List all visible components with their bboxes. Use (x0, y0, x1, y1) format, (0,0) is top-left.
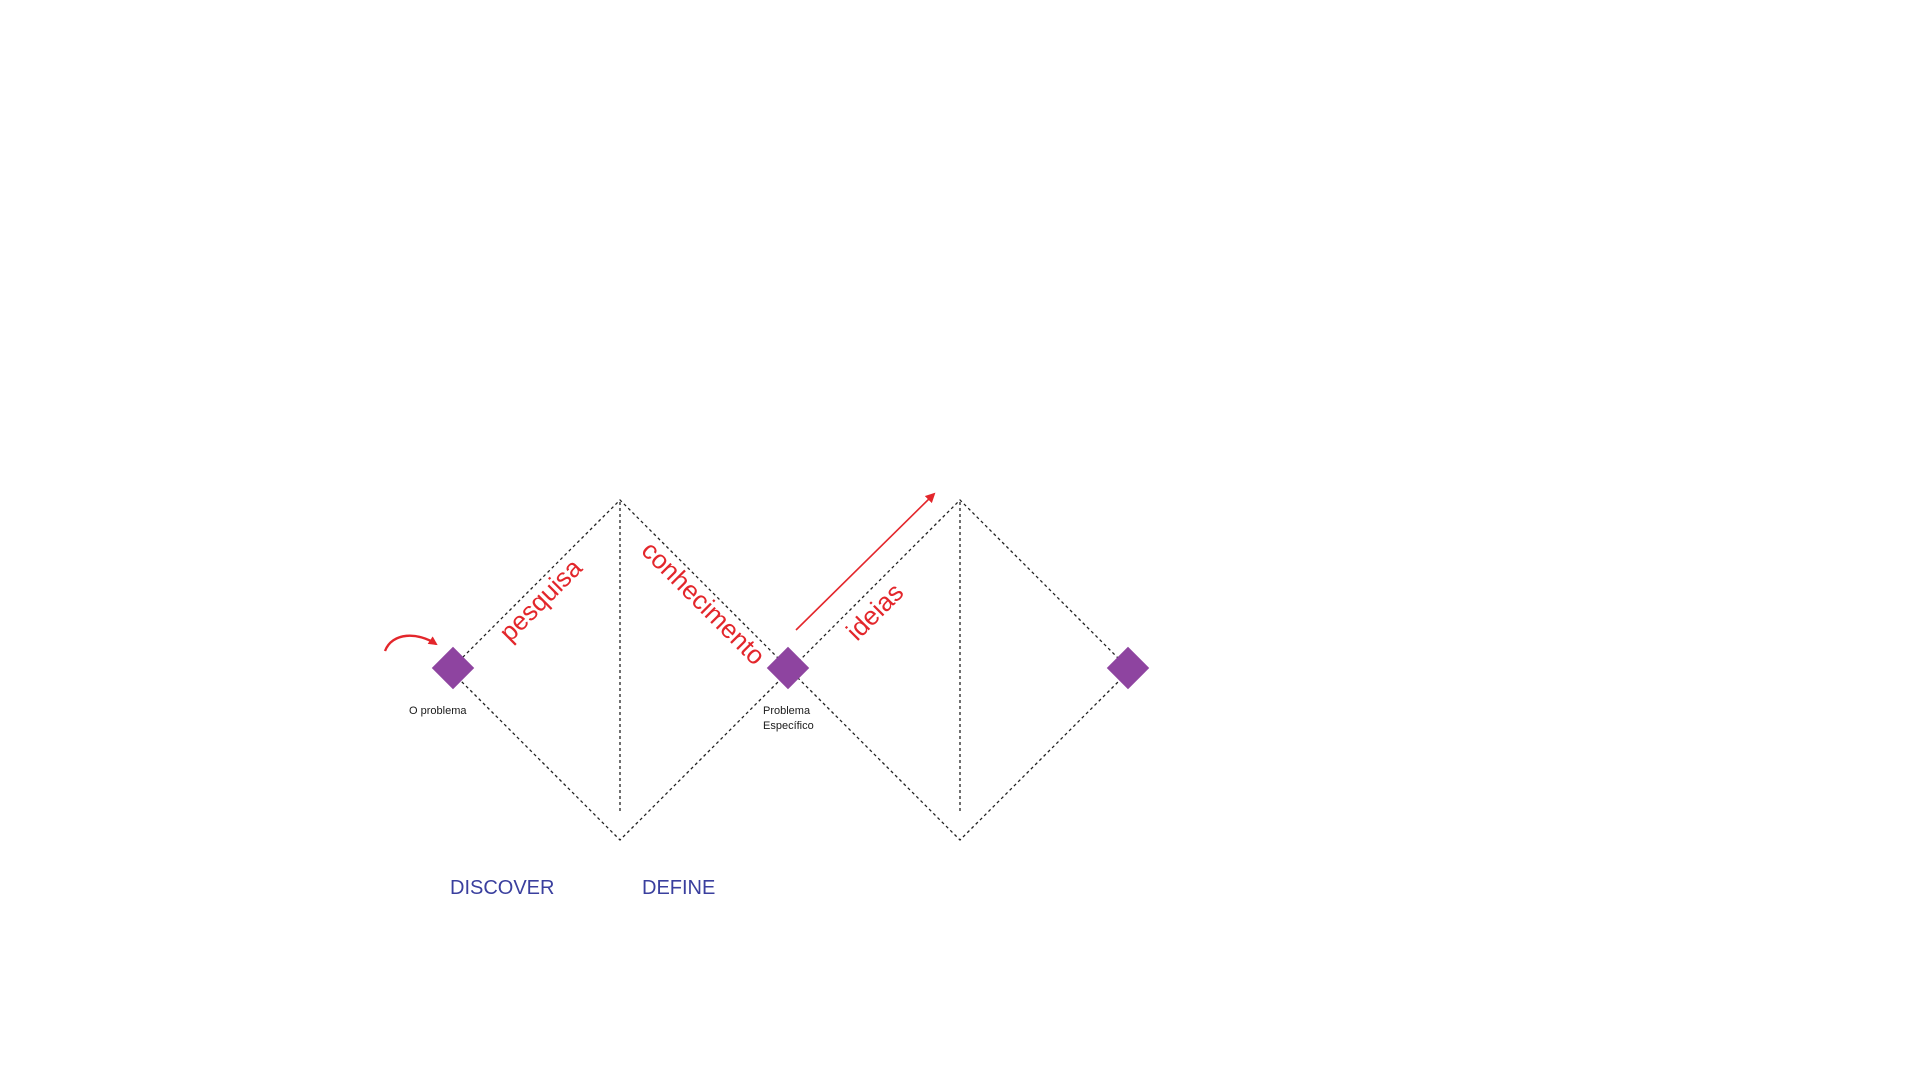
end-node-icon (1106, 646, 1150, 690)
ideas-arrow-icon (795, 492, 936, 631)
start-node-icon (431, 646, 475, 690)
start-node-label: O problema (409, 705, 467, 717)
knowledge-label: conhecimento (636, 535, 772, 671)
ideas-label: ideias (840, 577, 909, 646)
middle-node-label-line1: Problema (763, 705, 811, 717)
middle-node-label-line2: Específico (763, 720, 814, 732)
phase-discover-label: DISCOVER (450, 877, 554, 899)
research-label: pesquisa (493, 552, 588, 647)
entry-arrow-icon (383, 634, 438, 652)
phase-define-label: DEFINE (642, 877, 715, 899)
